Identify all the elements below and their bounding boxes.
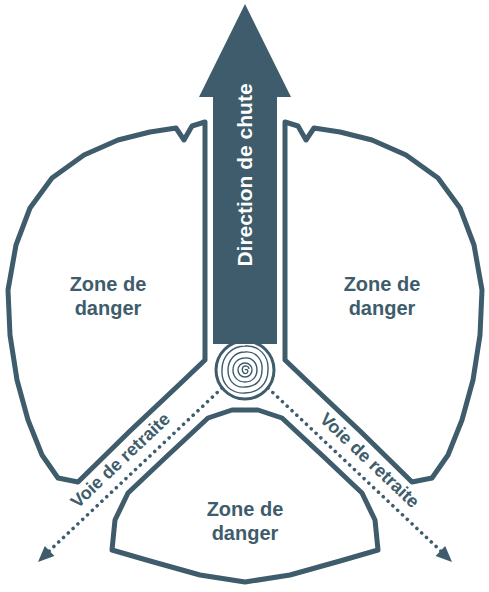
fall-direction-arrow-shape xyxy=(199,4,291,344)
danger-zone-shape xyxy=(8,122,205,482)
arrow-label: Direction de chute xyxy=(232,83,257,266)
tree-stump xyxy=(216,341,274,399)
stump-pith xyxy=(242,366,249,374)
zone-label: Zone de danger xyxy=(317,272,447,320)
stump-ring xyxy=(228,352,262,387)
retreat-arrowhead xyxy=(38,546,54,562)
retreat-arrowhead xyxy=(436,546,452,562)
stump-ring xyxy=(222,346,268,393)
stump-ring xyxy=(233,358,257,382)
stump-ring xyxy=(238,363,252,377)
danger-zone: Zone de danger xyxy=(4,118,209,486)
danger-zone: Zone de danger xyxy=(281,118,486,486)
danger-zone-shape xyxy=(285,122,482,482)
fall-direction-arrow: Direction de chute xyxy=(195,0,295,348)
stump-bark xyxy=(216,341,274,399)
zone-label: Zone de danger xyxy=(43,272,173,320)
zone-label: Zone de danger xyxy=(180,497,310,545)
